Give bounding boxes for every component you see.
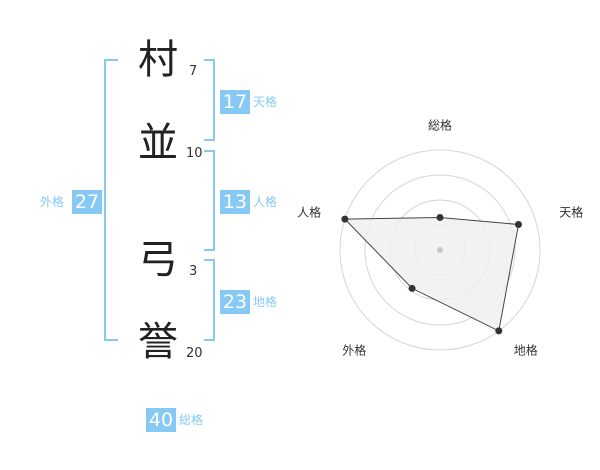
radar-grid-ring [339,149,541,351]
tenkaku-value: 17 [220,90,250,114]
radar-grid-ring [364,174,516,326]
radar-axis-label: 人格 [297,204,321,219]
radar-center-dot [437,247,443,253]
radar-axis-label: 外格 [342,343,366,358]
tenkaku-label: 天格 [253,95,278,109]
radar-point [495,327,503,335]
radar-point [341,215,349,223]
radar-axis-label: 総格 [428,118,452,133]
name-char-3: 弓 [138,237,178,283]
radar-axis-label: 地格 [514,343,538,358]
name-char-2: 並 [138,120,178,166]
chikaku-value: 23 [220,290,250,314]
gaikaku-label: 外格 [40,195,65,209]
tenkaku-bracket [204,59,215,141]
gaikaku-bracket [104,59,118,341]
stroke-count-1: 7 [189,64,198,79]
stroke-count-3: 3 [189,264,198,279]
gaikaku-value: 27 [72,190,102,214]
chikaku-label: 地格 [253,295,278,309]
jinkaku-label: 人格 [253,195,278,209]
stroke-count-4: 20 [186,346,203,361]
radar-axis-label: 天格 [559,204,583,219]
radar-point [436,214,444,221]
radar-point [514,221,522,229]
jinkaku-value: 13 [220,190,250,214]
radar-point [408,284,416,292]
name-char-1: 村 [138,37,178,83]
jinkaku-bracket [204,150,215,251]
stroke-count-2: 10 [186,146,203,161]
chikaku-bracket [204,259,215,341]
name-char-4: 誉 [138,319,178,365]
soukaku-label: 総格 [179,413,204,427]
radar-area [343,216,520,332]
soukaku-value: 40 [146,408,176,432]
